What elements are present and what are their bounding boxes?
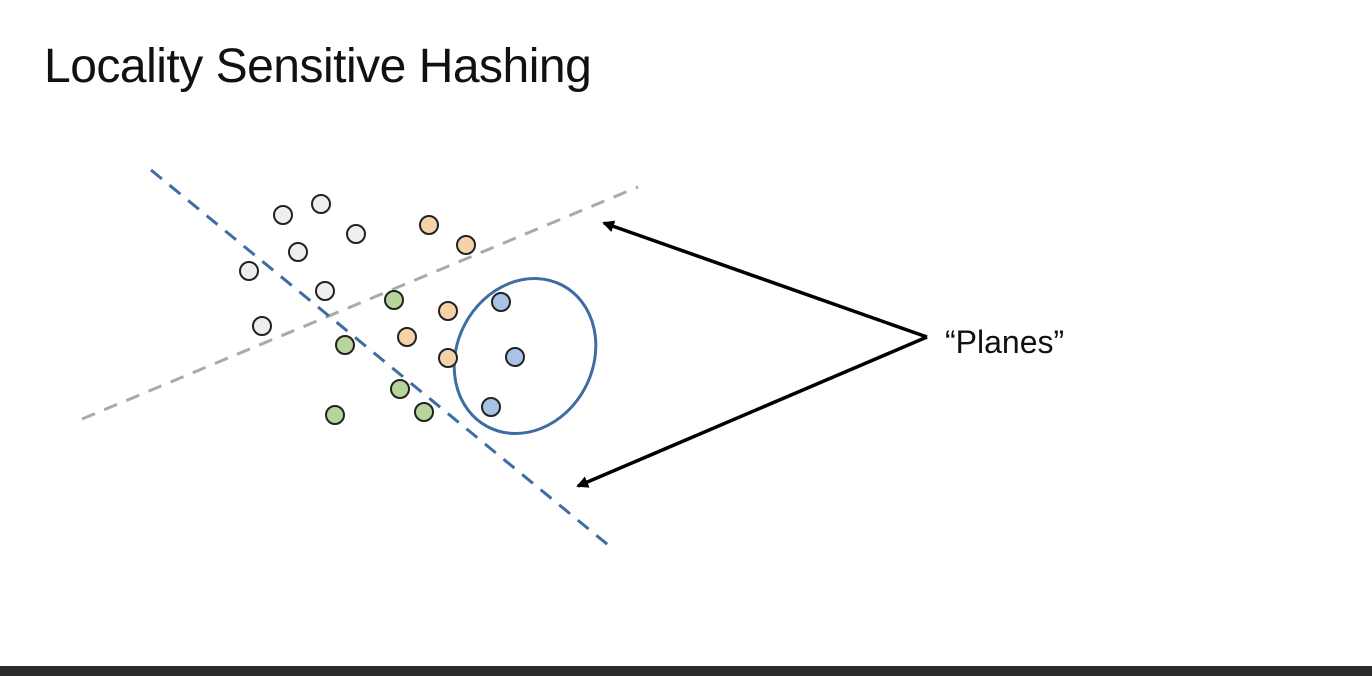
green-point bbox=[325, 405, 345, 425]
orange-point bbox=[397, 327, 417, 347]
gray-point bbox=[346, 224, 366, 244]
green-points bbox=[325, 290, 434, 425]
blue-points bbox=[481, 292, 525, 417]
planes-label: “Planes” bbox=[945, 324, 1064, 360]
gray-point bbox=[252, 316, 272, 336]
slide-title: Locality Sensitive Hashing bbox=[44, 40, 592, 93]
orange-point bbox=[438, 301, 458, 321]
blue-point bbox=[505, 347, 525, 367]
orange-point bbox=[456, 235, 476, 255]
gray-point bbox=[315, 281, 335, 301]
blue-point bbox=[491, 292, 511, 312]
blue-plane-line bbox=[150, 168, 614, 551]
gray-point bbox=[311, 194, 331, 214]
green-point bbox=[390, 379, 410, 399]
green-point bbox=[335, 335, 355, 355]
gray-point bbox=[288, 242, 308, 262]
arrow-to-gray-plane bbox=[602, 220, 928, 339]
bottom-bar bbox=[0, 666, 1372, 676]
green-point bbox=[414, 402, 434, 422]
gray-point bbox=[239, 261, 259, 281]
orange-point bbox=[419, 215, 439, 235]
gray-point bbox=[273, 205, 293, 225]
orange-points bbox=[397, 215, 476, 368]
orange-point bbox=[438, 348, 458, 368]
gray-points bbox=[239, 194, 366, 336]
cluster-circle bbox=[452, 276, 598, 436]
green-point bbox=[384, 290, 404, 310]
arrow-to-blue-plane bbox=[576, 335, 928, 488]
gray-plane-line bbox=[81, 185, 639, 421]
blue-point bbox=[481, 397, 501, 417]
